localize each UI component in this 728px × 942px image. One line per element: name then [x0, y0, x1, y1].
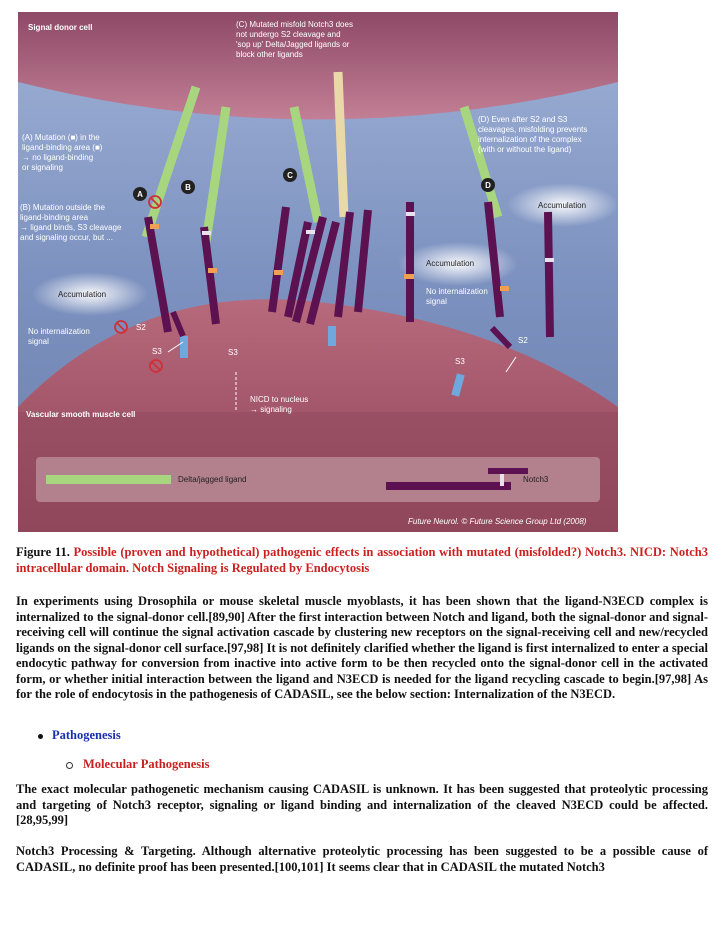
svg-text:signal: signal: [28, 337, 49, 346]
top-label: Signal donor cell: [28, 23, 92, 32]
svg-text:(D) Even after S2 and S3: (D) Even after S2 and S3: [478, 115, 568, 124]
svg-text:(with or without the ligand): (with or without the ligand): [478, 145, 572, 154]
paragraph-2: The exact molecular pathogenetic mechani…: [16, 782, 708, 829]
svg-text:C: C: [287, 171, 293, 180]
svg-text:B: B: [185, 183, 191, 192]
svg-text:→ signaling: → signaling: [250, 405, 292, 414]
bullet-molecular-pathogenesis[interactable]: Molecular Pathogenesis: [66, 757, 210, 772]
svg-text:→ no ligand-binding: → no ligand-binding: [22, 153, 93, 162]
molecular-pathogenesis-link[interactable]: Molecular Pathogenesis: [83, 757, 210, 771]
bullet-dot: [38, 734, 43, 739]
svg-text:D: D: [485, 181, 491, 190]
marker-d: D: [481, 178, 495, 192]
figure-image: A B C D Signal donor cell (C) Mutated mi…: [18, 12, 618, 532]
svg-text:not undergo S2 cleavage and: not undergo S2 cleavage and: [236, 30, 341, 39]
svg-text:and signaling occur, but ...: and signaling occur, but ...: [20, 233, 113, 242]
accumulation-right: Accumulation: [538, 201, 586, 210]
caption-label: Figure 11.: [16, 545, 70, 559]
legend-notch-swatch: [386, 482, 511, 490]
accumulation-mid: Accumulation: [426, 259, 474, 268]
svg-text:NICD to nucleus: NICD to nucleus: [250, 395, 308, 404]
marker-b: B: [181, 180, 195, 194]
svg-text:internalization of the complex: internalization of the complex: [478, 135, 582, 144]
svg-text:or signaling: or signaling: [22, 163, 63, 172]
accumulation-left: Accumulation: [58, 290, 106, 299]
svg-text:ligand-binding area (■): ligand-binding area (■): [22, 143, 103, 152]
s3-right: S3: [455, 357, 465, 366]
pathogenesis-link[interactable]: Pathogenesis: [52, 728, 121, 742]
s2-left: S2: [136, 323, 146, 332]
svg-text:(A) Mutation (■) in the: (A) Mutation (■) in the: [22, 133, 100, 142]
legend-ligand-swatch: [46, 475, 171, 484]
svg-text:(B) Mutation outside the: (B) Mutation outside the: [20, 203, 105, 212]
svg-text:block other ligands: block other ligands: [236, 50, 303, 59]
caption-text: Possible (proven and hypothetical) patho…: [16, 545, 708, 575]
s2-right: S2: [518, 336, 528, 345]
legend-notch-label: Notch3: [523, 475, 549, 484]
paragraph-1: In experiments using Drosophila or mouse…: [16, 594, 708, 703]
legend-ligand-label: Delta/jagged ligand: [178, 475, 247, 484]
bullet-ring: [66, 762, 73, 769]
svg-text:ligand-binding area: ligand-binding area: [20, 213, 89, 222]
paragraph-3: Notch3 Processing & Targeting. Although …: [16, 844, 708, 875]
marker-a: A: [133, 187, 147, 201]
bottom-label: Vascular smooth muscle cell: [26, 410, 135, 419]
s3-left: S3: [152, 347, 162, 356]
svg-text:A: A: [137, 190, 143, 199]
credit: Future Neurol. © Future Science Group Lt…: [408, 517, 587, 526]
svg-text:cleavages, misfolding prevents: cleavages, misfolding prevents: [478, 125, 587, 134]
bullet-pathogenesis[interactable]: Pathogenesis: [38, 728, 121, 743]
svg-text:→ ligand binds, S3 cleavage: → ligand binds, S3 cleavage: [20, 223, 122, 232]
svg-text:No internalization: No internalization: [28, 327, 90, 336]
svg-text:'sop up' Delta/Jagged ligands: 'sop up' Delta/Jagged ligands or: [236, 40, 350, 49]
s3-mid: S3: [228, 348, 238, 357]
svg-text:No internalization: No internalization: [426, 287, 488, 296]
svg-text:(C) Mutated misfold Notch3 doe: (C) Mutated misfold Notch3 does: [236, 20, 353, 29]
svg-text:signal: signal: [426, 297, 447, 306]
figure-caption: Figure 11. Possible (proven and hypothet…: [16, 545, 708, 576]
marker-c: C: [283, 168, 297, 182]
